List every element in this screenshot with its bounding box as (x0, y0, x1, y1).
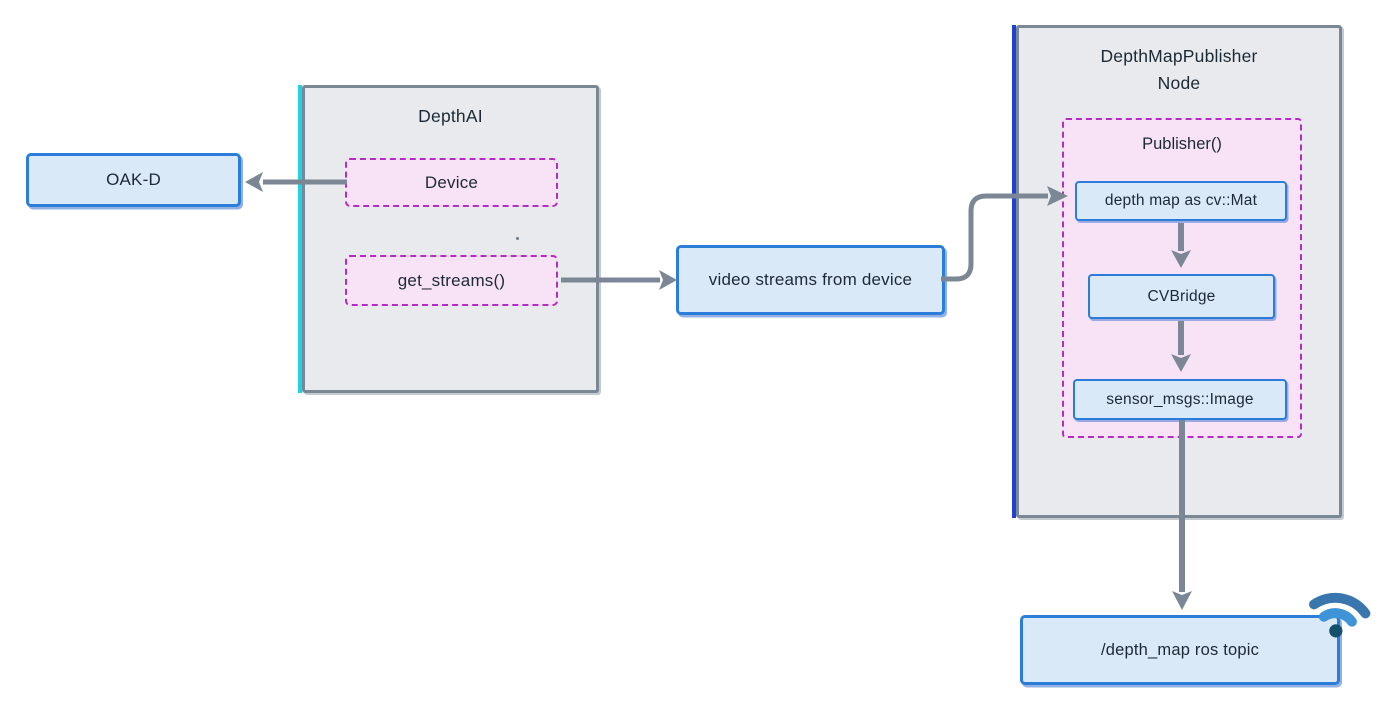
stray-dot (516, 237, 519, 240)
node-get-streams: get_streams() (345, 255, 558, 306)
container-depthai-title: DepthAI (418, 106, 483, 126)
container-depthai: DepthAI (298, 85, 599, 393)
node-title-line2: Node (1157, 73, 1201, 93)
container-depth-map-publisher-node-title: DepthMapPublisher Node (1019, 28, 1339, 97)
group-publisher-title: Publisher() (1142, 135, 1222, 153)
node-cvbridge-label: CVBridge (1147, 287, 1216, 305)
node-device-label: Device (424, 172, 479, 192)
node-video-streams-label: video streams from device (708, 270, 913, 289)
node-depth-map-ros-topic: /depth_map ros topic (1020, 615, 1340, 685)
wifi-icon (1309, 592, 1371, 638)
node-cvbridge: CVBridge (1088, 274, 1275, 319)
node-title-line1: DepthMapPublisher (1100, 46, 1258, 66)
node-get-streams-label: get_streams() (397, 270, 506, 290)
node-sensor-msgs-image: sensor_msgs::Image (1073, 379, 1287, 420)
node-oak-d-label: OAK-D (106, 170, 161, 189)
node-oak-d: OAK-D (26, 153, 241, 207)
node-depth-map-cv-mat-label: depth map as cv::Mat (1104, 192, 1258, 209)
node-video-streams: video streams from device (676, 245, 945, 315)
node-sensor-msgs-image-label: sensor_msgs::Image (1106, 390, 1254, 408)
node-depth-map-ros-topic-label: /depth_map ros topic (1100, 640, 1260, 659)
node-depth-map-cv-mat: depth map as cv::Mat (1075, 181, 1287, 221)
node-device: Device (345, 158, 558, 207)
